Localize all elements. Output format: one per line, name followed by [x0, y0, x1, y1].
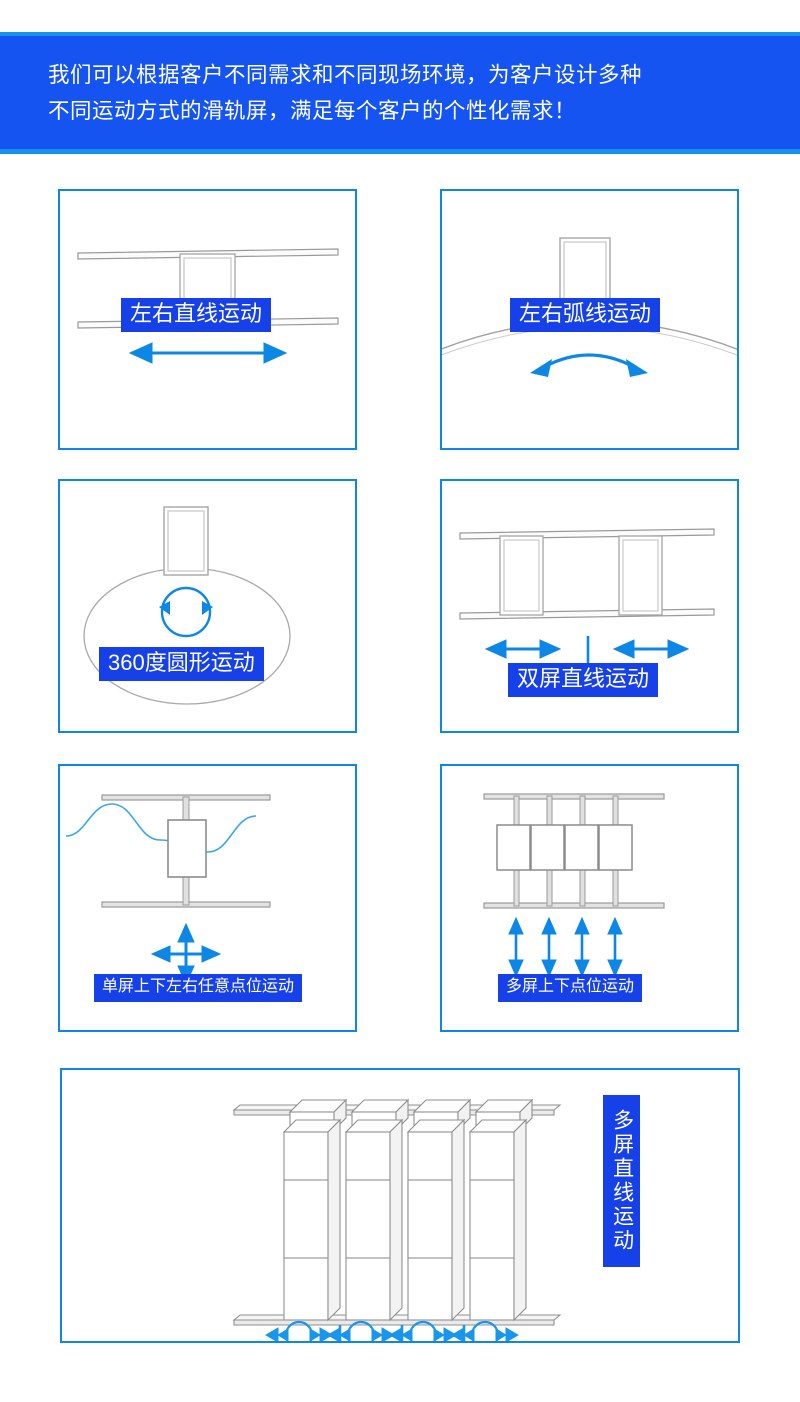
diagram-two-screens-on-horizontal-rails [459, 528, 715, 663]
banner-line-1: 我们可以根据客户不同需求和不同现场环境，为客户设计多种 [48, 62, 643, 87]
caption-multi-screen-linear: 多屏直线运动 [603, 1095, 640, 1267]
diagram-four-3d-screens-on-rails [232, 1098, 562, 1341]
diagram-four-screens-vertical-columns [483, 793, 665, 978]
diagram-single-screen-vertical-column-with-wave [65, 794, 271, 986]
panel-left-right-arc[interactable]: 左右弧线运动 [440, 189, 739, 450]
panel-circular-360[interactable]: 360度圆形运动 [58, 479, 357, 733]
panel-multi-screen-vertical-point[interactable]: 多屏上下点位运动 [440, 764, 739, 1032]
caption-dual-screen-linear: 双屏直线运动 [508, 663, 659, 697]
caption-left-right-linear: 左右直线运动 [121, 298, 272, 332]
panel-dual-screen-linear[interactable]: 双屏直线运动 [440, 479, 739, 733]
header-banner: 我们可以根据客户不同需求和不同现场环境，为客户设计多种 不同运动方式的滑轨屏，满… [0, 32, 800, 154]
caption-multi-screen-vertical-point: 多屏上下点位运动 [498, 974, 643, 1002]
panel-multi-screen-linear[interactable]: 多屏直线运动 [60, 1068, 740, 1343]
caption-left-right-arc: 左右弧线运动 [510, 298, 661, 332]
panel-left-right-linear[interactable]: 左右直线运动 [58, 189, 357, 450]
diagram-screen-on-circular-track [83, 506, 291, 705]
caption-single-screen-free-point: 单屏上下左右任意点位运动 [94, 974, 303, 1002]
caption-circular-360: 360度圆形运动 [99, 647, 264, 681]
panel-single-screen-free-point[interactable]: 单屏上下左右任意点位运动 [58, 764, 357, 1032]
banner-line-2: 不同运动方式的滑轨屏，满足每个客户的个性化需求！ [48, 98, 577, 123]
